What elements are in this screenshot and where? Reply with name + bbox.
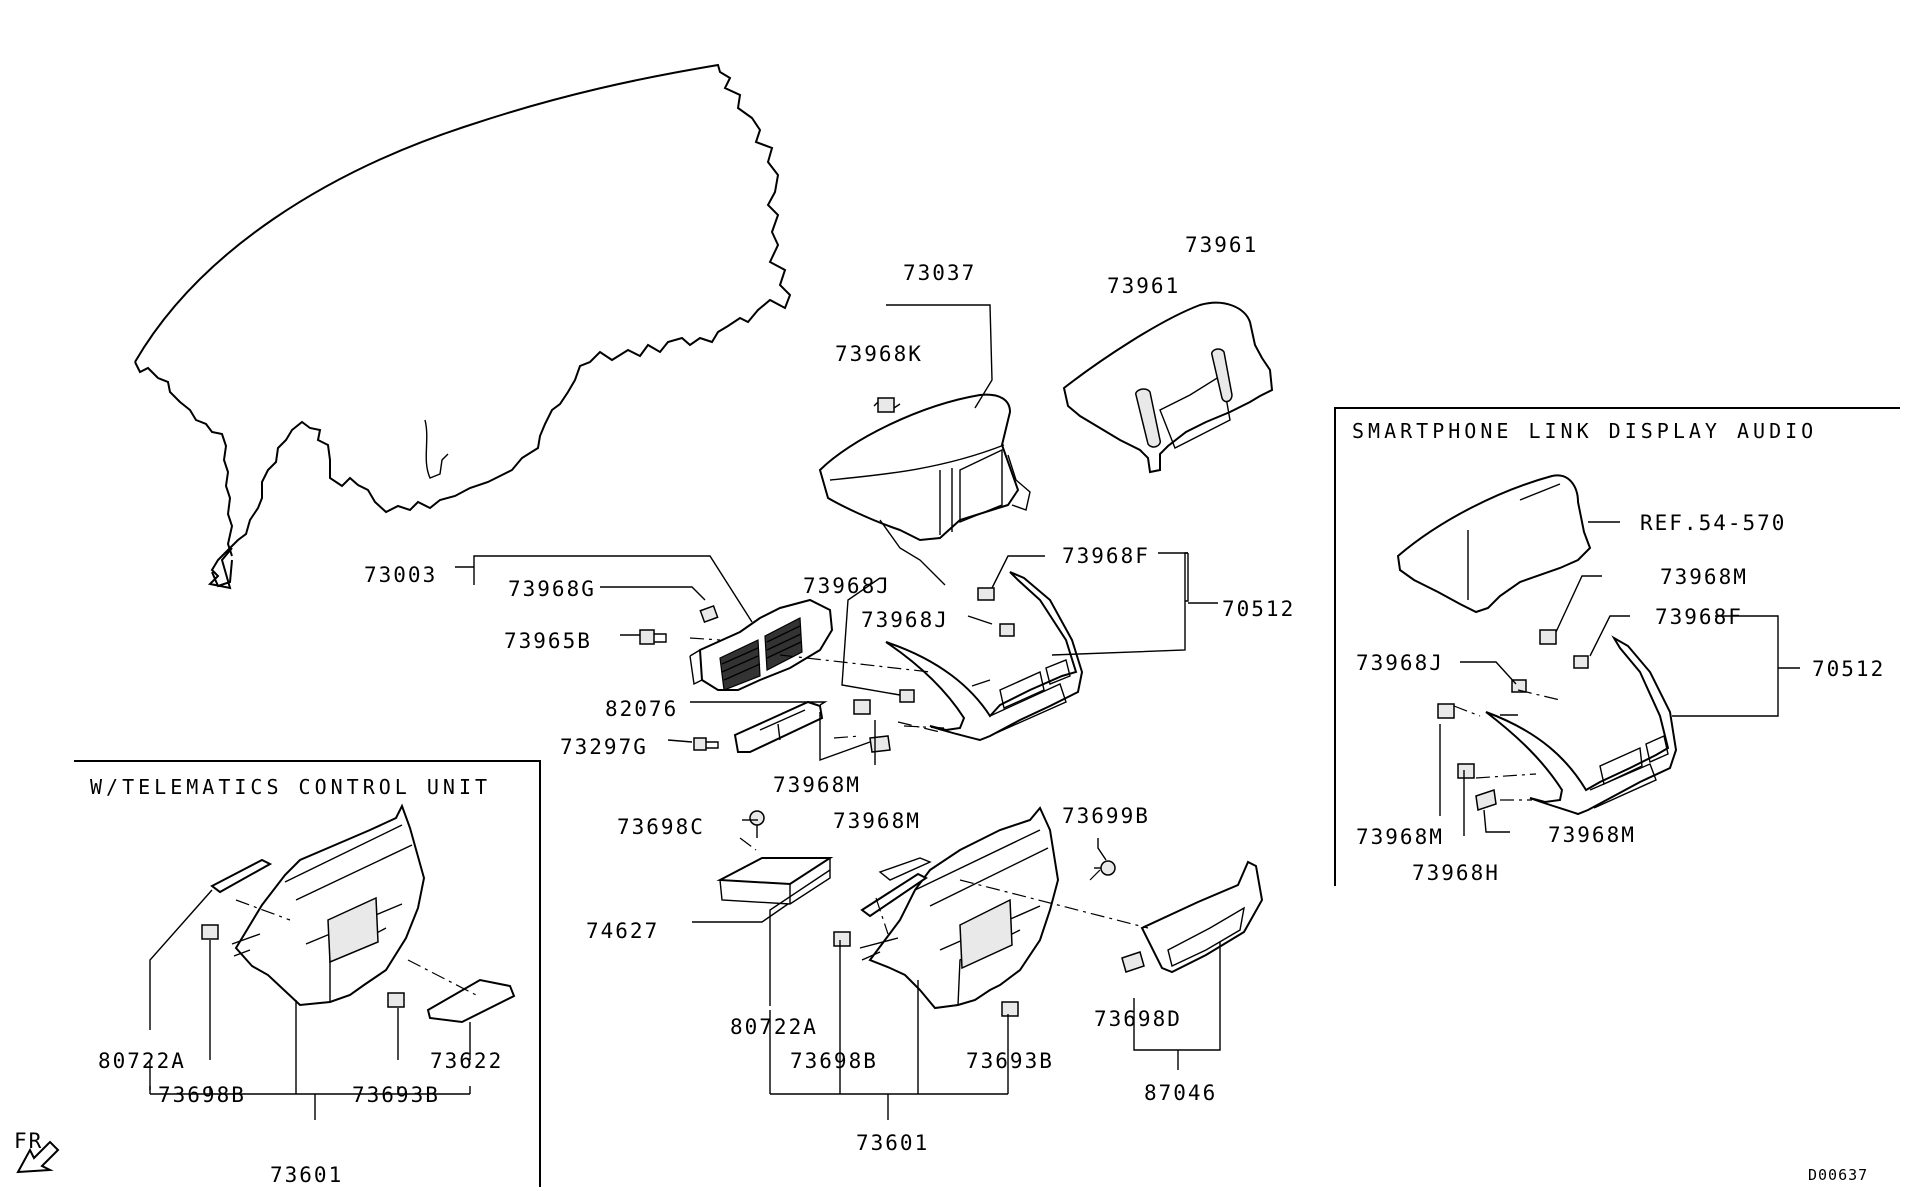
label-87046: 87046 [1144, 1081, 1217, 1105]
label-73698B-main: 73698B [790, 1049, 878, 1073]
label-73968J-s: 73968J [1356, 651, 1444, 675]
label-73698D: 73698D [1094, 1007, 1182, 1031]
label-73601-tel: 73601 [270, 1163, 343, 1187]
front-arrow-icon [16, 1140, 60, 1174]
diagram-id: D00637 [1808, 1166, 1868, 1184]
label-73601-main: 73601 [856, 1131, 929, 1155]
trim-87046 [1140, 860, 1264, 974]
label-73003: 73003 [364, 563, 437, 587]
label-73968H-s: 73968H [1412, 861, 1500, 885]
module-73622 [426, 978, 516, 1024]
label-73961-b: 73961 [1107, 274, 1180, 298]
telematics-title: W/TELEMATICS CONTROL UNIT [90, 775, 491, 799]
display-bracket-73961 [1062, 301, 1274, 474]
main-leader-dashes [689, 637, 1149, 935]
clip-73968G [699, 605, 719, 623]
main-lead-lines [455, 304, 1221, 1120]
label-73968F-s: 73968F [1655, 605, 1743, 629]
bracket-80722A-tel [210, 858, 273, 894]
label-73698B-tel: 73698B [158, 1083, 246, 1107]
label-73968M-a: 73968M [773, 773, 861, 797]
label-74627: 74627 [586, 919, 659, 943]
smartphone-title: SMARTPHONE LINK DISPLAY AUDIO [1352, 419, 1817, 443]
air-vent-73003 [689, 598, 834, 691]
clip-73698B-main [833, 931, 851, 947]
label-80722A-tel: 80722A [98, 1049, 186, 1073]
label-73699B: 73699B [1062, 804, 1150, 828]
screw-73699B [1094, 860, 1116, 876]
telematics-box [74, 760, 541, 1187]
label-73622: 73622 [430, 1049, 503, 1073]
clip-73693B-tel [387, 992, 405, 1008]
lower-console-73601-tel [231, 803, 426, 1007]
label-73968J-b: 73968J [861, 608, 949, 632]
label-ref-54-570: REF.54-570 [1640, 511, 1786, 535]
label-73968M-s3: 73968M [1548, 823, 1636, 847]
label-73037: 73037 [903, 261, 976, 285]
smartphone-center-panel [1485, 635, 1678, 816]
label-82076: 82076 [605, 697, 678, 721]
label-73968M-b: 73968M [833, 809, 921, 833]
smartphone-display [1396, 474, 1592, 614]
clip-73693B-main [1001, 1001, 1019, 1017]
label-73693B-tel: 73693B [352, 1083, 440, 1107]
clip-73968F-a [977, 587, 995, 601]
label-70512-a: 70512 [1222, 597, 1295, 621]
clip-73698B-tel [201, 924, 219, 940]
switch-panel-82076 [733, 700, 824, 753]
screw-73297G [693, 737, 719, 751]
smartphone-leaders [1439, 521, 1800, 836]
meter-hood-73037 [818, 393, 1031, 586]
clip-73968K [873, 397, 901, 413]
clip-73698D [1121, 951, 1145, 973]
label-73961-a: 73961 [1185, 233, 1258, 257]
label-73698C: 73698C [617, 815, 705, 839]
label-73968K: 73968K [835, 342, 923, 366]
screw-73698C [749, 810, 765, 838]
clip-73968J-b [999, 623, 1015, 637]
label-73968M-s1: 73968M [1660, 565, 1748, 589]
label-73968M-s2: 73968M [1356, 825, 1444, 849]
label-73968G: 73968G [508, 577, 596, 601]
label-70512-s: 70512 [1812, 657, 1885, 681]
tray-74627 [716, 857, 834, 905]
center-panel-70512 [885, 571, 1084, 742]
label-73297G: 73297G [560, 735, 648, 759]
telematics-leaders [149, 889, 479, 1120]
lower-console-73601-main [859, 806, 1060, 1010]
fr-marker: FR [14, 1129, 43, 1153]
smartphone-box [1334, 407, 1900, 886]
label-73693B-main: 73693B [966, 1049, 1054, 1073]
label-73968J-a: 73968J [803, 574, 891, 598]
instrument-panel-outline [134, 63, 792, 590]
clip-73968J-a [899, 689, 915, 703]
clip-73968M-b [869, 735, 891, 753]
screw-73965B [639, 629, 667, 645]
label-73968F-a: 73968F [1062, 544, 1150, 568]
label-80722A-main: 80722A [730, 1015, 818, 1039]
label-73965B: 73965B [504, 629, 592, 653]
clip-73968M-a [853, 699, 871, 715]
